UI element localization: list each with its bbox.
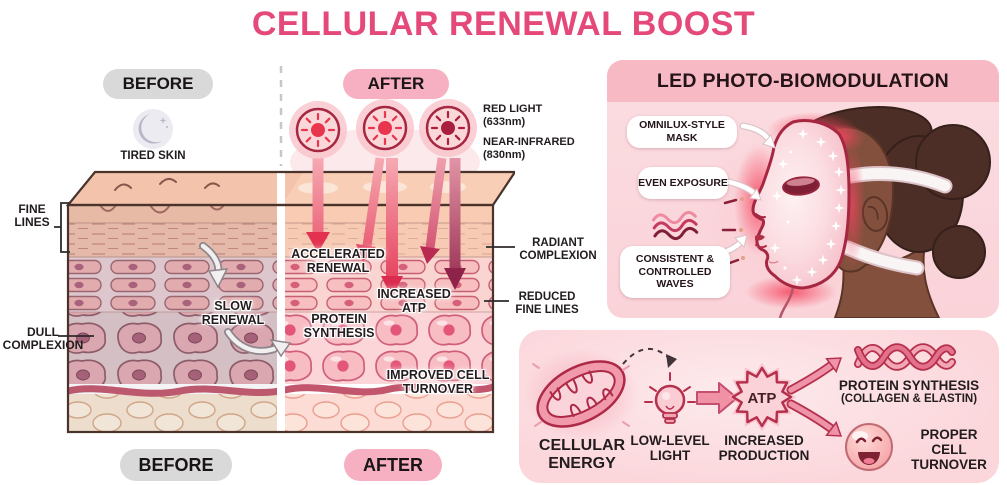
pointer-arrows (713, 122, 776, 258)
improved-cell-turnover-label: IMPROVED CELL TURNOVER (386, 368, 490, 396)
accelerated-renewal-label: ACCELERATED RENEWAL (291, 247, 385, 275)
increased-production-label: INCREASED PRODUCTION (718, 433, 810, 464)
nostril (755, 213, 766, 219)
cellular-energy-label: CELLULAR ENERGY (538, 437, 626, 472)
led-mask (751, 119, 851, 290)
energy-pathway-illustration: ATP (523, 343, 956, 471)
red-light-label: RED LIGHT (633nm) (483, 103, 543, 129)
proper-cell-turnover-label: PROPER CELL TURNOVER (911, 427, 987, 473)
lips (755, 234, 765, 241)
after-pill-top: AFTER (343, 69, 449, 99)
mask-wire (778, 287, 795, 318)
even-exposure-label: EVEN EXPOSURE (638, 176, 728, 189)
dull-complexion-label: DULL COMPLEXION (2, 325, 84, 353)
before-label: BEFORE (122, 74, 194, 93)
branch-arrows (786, 357, 843, 437)
led-panel-title: LED PHOTO-BIOMODULATION (656, 69, 950, 92)
fine-lines-label: FINE LINES (14, 202, 50, 230)
dashed-arc-arrow (622, 348, 677, 368)
even-exposure-pill: EVEN EXPOSURE (638, 167, 728, 199)
controlled-waves-pill: CONSISTENT & CONTROLLED WAVES (620, 246, 730, 298)
mask-led-sparkles (769, 128, 847, 286)
before-pill-top: BEFORE (103, 69, 213, 99)
low-level-light-label: LOW-LEVEL LIGHT (630, 433, 710, 464)
after-label: AFTER (367, 74, 425, 93)
near-infrared-label: NEAR-INFRARED (830nm) (483, 136, 575, 162)
omnilux-mask-label: OMNILUX-STYLE MASK (639, 119, 725, 144)
mitochondria-icon (536, 360, 626, 428)
after-pill-bottom: AFTER (344, 449, 442, 481)
skin-cross-section-illustration (54, 66, 515, 434)
fine-lines-bracket (54, 202, 70, 253)
protein-synthesis-energy-label: PROTEIN SYNTHESIS (COLLAGEN & ELASTIN) (838, 378, 980, 406)
red-light-icon (289, 101, 347, 159)
after-bottom-label: AFTER (363, 454, 423, 475)
page-title: CELLULAR RENEWAL BOOST (251, 5, 756, 43)
red-light-icon (356, 99, 414, 157)
mask-eye-hole (782, 176, 820, 196)
mitochondria-sparks (532, 363, 630, 427)
omnilux-mask-pill: OMNILUX-STYLE MASK (627, 116, 737, 148)
near-infrared-light-icon (419, 99, 477, 157)
led-mask-illustration (652, 106, 991, 318)
slow-renewal-arrows (199, 242, 292, 358)
increased-atp-label: INCREASED ATP (377, 287, 451, 315)
tired-skin-label: TIRED SKIN (120, 150, 186, 162)
reduced-fine-lines-label: REDUCED FINE LINES (515, 291, 579, 316)
radiant-complexion-label: RADIANT COMPLEXION (519, 237, 597, 262)
before-pill-bottom: BEFORE (120, 449, 232, 481)
atp-label: ATP (748, 390, 777, 407)
before-bottom-label: BEFORE (138, 454, 214, 475)
atp-starburst-icon: ATP (727, 362, 797, 432)
protein-synthesis-label: PROTEIN SYNTHESIS (303, 312, 375, 340)
waves-icon (652, 210, 699, 241)
controlled-waves-label: CONSISTENT & CONTROLLED WAVES (635, 252, 715, 291)
led-panel-header: LED PHOTO-BIOMODULATION (607, 60, 999, 102)
flow-arrow (696, 382, 738, 414)
slow-renewal-label: SLOW RENEWAL (201, 299, 265, 327)
dna-helix-icon (854, 343, 956, 371)
lightbulb-icon (644, 372, 696, 424)
moon-icon (133, 109, 173, 149)
red-beam-arrows (306, 157, 466, 298)
happy-cell-icon (845, 423, 893, 471)
